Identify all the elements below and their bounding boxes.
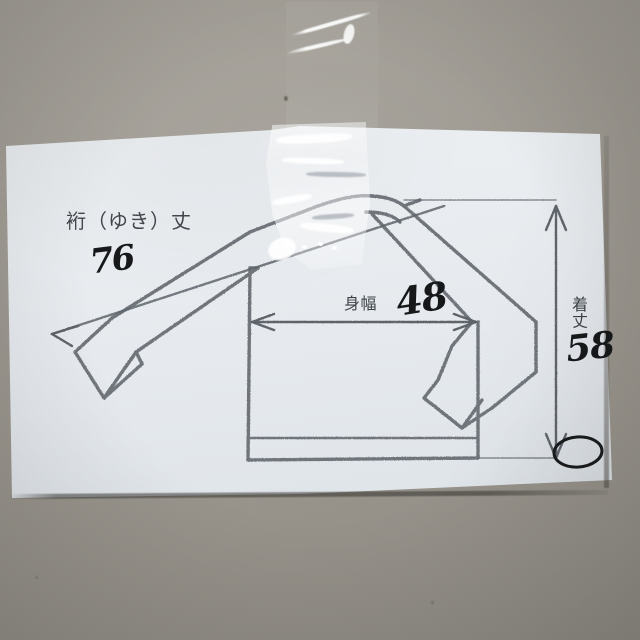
wall-speck — [431, 601, 434, 604]
paper-right-edge — [604, 136, 609, 488]
left-cuff — [73, 316, 144, 400]
right-sleeve-lower-inner — [436, 320, 474, 382]
width-arrowhead-left-upper — [250, 312, 276, 324]
measurement-arrows — [50, 199, 568, 460]
width-arrowhead-right-upper — [452, 312, 478, 324]
sleeve-length-label: 裄（ゆき）丈 — [66, 205, 192, 234]
left-sleeve-bottom-edge — [134, 266, 260, 354]
right-sleeve-lower-outer — [490, 320, 538, 410]
left-cuff-join — [134, 350, 144, 366]
circle-mark — [552, 435, 604, 469]
width-arrowhead-left-lower — [250, 320, 276, 332]
body-left-side — [246, 266, 252, 462]
left-cuff-inner — [102, 350, 138, 400]
length-arrowhead-top-left — [544, 204, 558, 232]
sleeve-length-line — [50, 204, 446, 336]
sleeve-arrowhead-lower — [50, 332, 74, 348]
body-length-label: 着丈 — [566, 296, 590, 329]
width-arrowhead-right-lower — [452, 320, 478, 332]
right-sleeve-inner-edge — [370, 212, 474, 324]
length-arrowhead-bottom-right — [554, 432, 568, 460]
sleeve-arrowhead-upper — [50, 324, 80, 336]
tape-speckles — [272, 240, 352, 254]
left-sleeve-top-edge — [110, 230, 252, 320]
length-arrowhead-top-right — [554, 204, 568, 232]
body-hem-bottom — [246, 456, 480, 462]
wall-speck — [284, 96, 288, 101]
right-sleeve-top-edge — [402, 204, 538, 324]
body-width-label: 身幅 — [344, 290, 377, 314]
wall-speck — [35, 576, 38, 579]
